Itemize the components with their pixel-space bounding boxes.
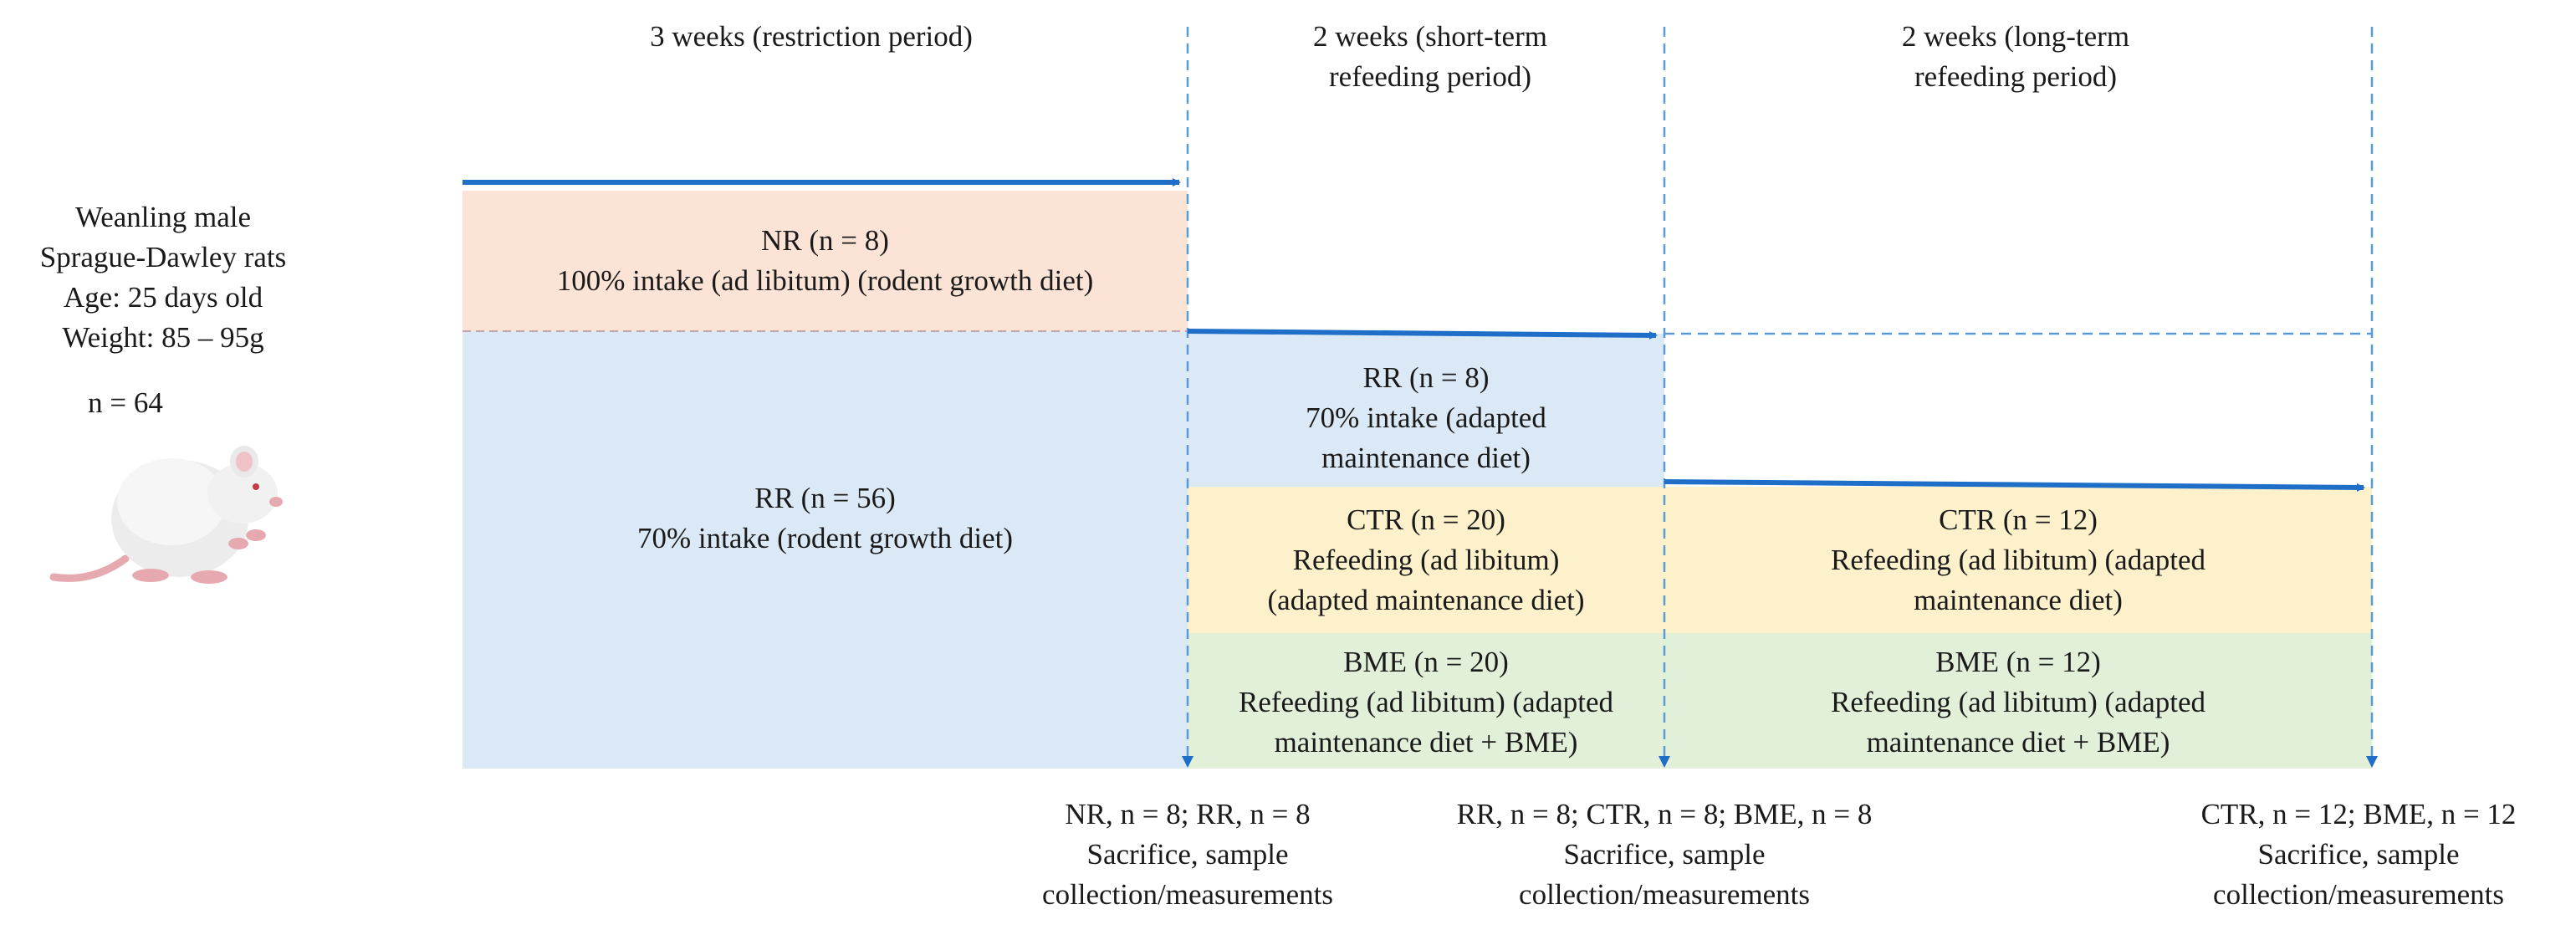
sacrifice-3-line-3: collection/measurements [2213,878,2504,911]
rr-short-line-2: maintenance diet) [1321,442,1531,474]
bme-short-title: BME (n = 20) [1343,645,1509,678]
short-term-period-label: 2 weeks (short-term refeeding period) [1204,17,1656,97]
sacrifice-2-line-2: Sacrifice, sample [1563,838,1766,871]
ctr-long-line-2: maintenance diet) [1914,584,2123,616]
nr-desc: 100% intake (ad libitum) (rodent growth … [556,264,1094,297]
ctr-long-title: CTR (n = 12) [1939,503,2098,536]
long-term-period-label: 2 weeks (long-term refeeding period) [1790,17,2241,97]
rr-restriction-title: RR (n = 56) [754,482,896,514]
ctr-long-block [1664,487,2372,633]
bme-short-block [1188,633,1664,769]
ctr-short-line-2: (adapted maintenance diet) [1267,584,1585,616]
long-term-line-2: refeeding period) [1914,60,2117,93]
ctr-short-group-label: CTR (n = 20) Refeeding (ad libitum) (ada… [1188,493,1664,627]
sacrifice-2-line-3: collection/measurements [1519,878,1810,911]
sacrifice-1-line-3: collection/measurements [1042,878,1333,911]
rat-icon [49,446,283,584]
rr-short-group-label: RR (n = 8) 70% intake (adapted maintenan… [1188,351,1664,485]
ctr-long-group-label: CTR (n = 12) Refeeding (ad libitum) (ada… [1664,493,2372,627]
nr-group-label: NR (n = 8) 100% intake (ad libitum) (rod… [463,191,1188,331]
subjects-line-3: Age: 25 days old [63,281,263,314]
nr-title: NR (n = 8) [761,224,889,257]
bme-short-group-label: BME (n = 20) Refeeding (ad libitum) (ada… [1188,637,1664,767]
bme-long-line-2: maintenance diet + BME) [1866,725,2170,759]
long-term-line-1: 2 weeks (long-term [1901,20,2130,53]
bme-short-line-1: Refeeding (ad libitum) (adapted [1238,685,1614,718]
sacrifice-note-1: NR, n = 8; RR, n = 8 Sacrifice, sample c… [979,794,1397,915]
ctr-short-line-1: Refeeding (ad libitum) [1292,544,1560,576]
short-term-arrow [1187,329,1658,340]
bme-long-group-label: BME (n = 12) Refeeding (ad libitum) (ada… [1664,637,2372,767]
ctr-short-title: CTR (n = 20) [1347,503,1505,536]
subjects-n-total: n = 64 [88,386,163,419]
nr-block [463,191,1188,331]
ctr-short-block [1188,487,1664,633]
short-term-line-1: 2 weeks (short-term [1313,20,1547,53]
sacrifice-2-counts: RR, n = 8; CTR, n = 8; BME, n = 8 [1456,798,1873,830]
bme-short-line-2: maintenance diet + BME) [1274,725,1578,759]
subjects-line-2: Sprague-Dawley rats [39,241,287,273]
subjects-line-1: Weanling male [74,201,252,233]
subjects-line-4: Weight: 85 – 95g [62,321,264,354]
sacrifice-note-3: CTR, n = 12; BME, n = 12 Sacrifice, samp… [2149,794,2568,915]
sacrifice-note-2: RR, n = 8; CTR, n = 8; BME, n = 8 Sacrif… [1405,794,1924,915]
sacrifice-3-counts: CTR, n = 12; BME, n = 12 [2200,798,2517,830]
sacrifice-1-counts: NR, n = 8; RR, n = 8 [1065,798,1311,830]
sacrifice-1-line-2: Sacrifice, sample [1086,838,1289,871]
rr-short-title: RR (n = 8) [1362,361,1490,394]
rr-restriction-block [463,331,1188,769]
bme-long-block [1664,633,2372,769]
ctr-long-line-1: Refeeding (ad libitum) (adapted [1830,544,2206,576]
bme-long-title: BME (n = 12) [1935,645,2101,678]
sacrifice-3-line-2: Sacrifice, sample [2257,838,2460,871]
subjects-description: Weanling male Sprague-Dawley rats Age: 2… [0,197,326,358]
restriction-period-label: 3 weeks (restriction period) [650,20,973,53]
rr-restriction-desc: 70% intake (rodent growth diet) [636,522,1014,554]
bme-long-line-1: Refeeding (ad libitum) (adapted [1830,685,2206,718]
rr-restriction-group-label: RR (n = 56) 70% intake (rodent growth di… [463,435,1188,602]
long-term-arrow [1664,479,2365,492]
rr-short-block [1188,334,1664,487]
short-term-line-2: refeeding period) [1329,60,1531,93]
rr-short-line-1: 70% intake (adapted [1306,401,1546,434]
